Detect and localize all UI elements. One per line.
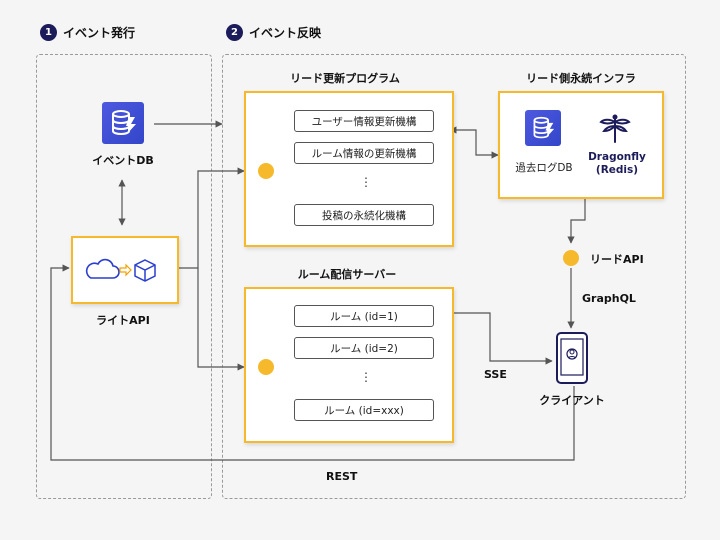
edge-room-to-client (434, 312, 553, 365)
event-db-label: イベントDB (92, 154, 154, 167)
read-infra-title: リード側永続インフラ (526, 72, 636, 85)
read-api-label: リードAPI (590, 253, 644, 266)
read-update-item: ユーザー情報更新機構 (294, 110, 434, 132)
read-infra-box (498, 91, 664, 199)
dragonfly-name: Dragonfly (588, 151, 646, 163)
write-api-box (71, 236, 179, 304)
room-item: ルーム (id=xxx) (294, 399, 434, 421)
read-update-ellipsis: ⋮ (360, 175, 372, 189)
room-ellipsis: ⋮ (360, 370, 372, 384)
reflect-section-title: イベント反映 (249, 26, 322, 40)
room-delivery-dot (258, 359, 274, 375)
edge-reader-infra (449, 126, 499, 159)
reflect-section (222, 54, 686, 499)
read-api-dot (563, 250, 579, 266)
event-db-icon (102, 102, 144, 144)
write-api-label: ライトAPI (96, 314, 150, 327)
graphql-label: GraphQL (582, 292, 636, 305)
sse-label: SSE (484, 368, 507, 381)
publish-section (36, 54, 212, 499)
past-log-db-label: 過去ログDB (515, 162, 573, 174)
publish-section-title: イベント発行 (63, 26, 136, 40)
client-label: クライアント (539, 394, 605, 407)
cloud-to-cube-icon (85, 258, 156, 282)
dragonfly-icon (599, 114, 631, 143)
smartphone-icon (556, 332, 588, 384)
edge-writeapi-to-reader (162, 167, 245, 269)
edge-writeapi-to-rooms (197, 268, 245, 371)
room-item: ルーム (id=2) (294, 337, 434, 359)
step-number-1: 1 (40, 24, 57, 41)
step-number-2: 2 (226, 24, 243, 41)
past-log-db-icon (525, 110, 561, 146)
read-update-item: ルーム情報の更新機構 (294, 142, 434, 164)
edge-infra-to-readapi (567, 198, 586, 244)
rest-label: REST (326, 470, 358, 483)
edge-client-to-writeapi (50, 264, 575, 461)
dragonfly-label: Dragonfly (Redis) (586, 151, 648, 177)
publish-section-header: 1 イベント発行 (40, 24, 135, 41)
room-item: ルーム (id=1) (294, 305, 434, 327)
read-update-title: リード更新プログラム (290, 72, 400, 85)
room-delivery-title: ルーム配信サーバー (297, 268, 397, 281)
read-update-dot (258, 163, 274, 179)
reflect-section-header: 2 イベント反映 (226, 24, 321, 41)
read-update-item: 投稿の永続化機構 (294, 204, 434, 226)
redis-name: (Redis) (595, 164, 639, 176)
